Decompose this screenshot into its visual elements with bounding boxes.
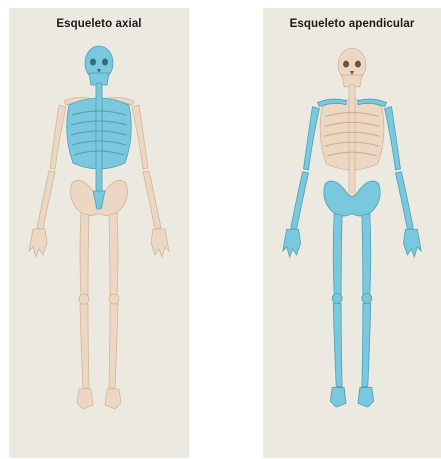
axial-skeleton-title: Esqueleto axial xyxy=(9,18,189,30)
appendicular-skeleton-icon xyxy=(263,43,441,453)
axial-skeleton-icon xyxy=(9,43,189,453)
appendicular-skeleton-panel: Esqueleto apendicular xyxy=(263,8,441,458)
axial-skeleton-panel: Esqueleto axial xyxy=(9,8,189,458)
appendicular-skeleton-title: Esqueleto apendicular xyxy=(263,18,441,30)
